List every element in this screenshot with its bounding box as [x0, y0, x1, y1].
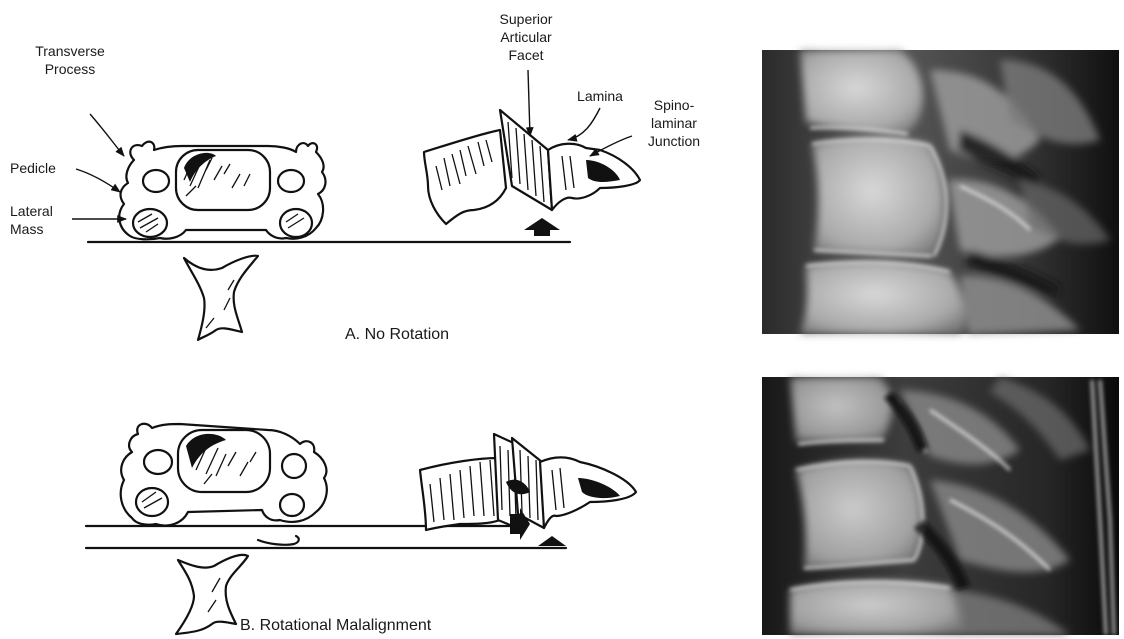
- foramen-right-a: [278, 170, 304, 192]
- lateral-vertebra-a: [424, 110, 640, 224]
- label-sup-art-facet-3: Facet: [508, 47, 543, 63]
- xray-bottom: [762, 377, 1119, 635]
- label-lateral-mass-2: Mass: [10, 221, 43, 237]
- up-arrow-b: [538, 536, 566, 546]
- spinous-process-a: [184, 256, 258, 340]
- label-lateral-mass-1: Lateral: [10, 203, 53, 219]
- label-spinolaminar-2: laminar: [651, 115, 697, 131]
- panel-b-drawing: B. Rotational Malalignment: [86, 424, 636, 634]
- label-lamina: Lamina: [577, 88, 623, 104]
- panel-a-drawing: [88, 110, 640, 340]
- axial-vertebra-a: [119, 142, 325, 240]
- foramen-right-b: [282, 454, 306, 478]
- xray-top: [762, 50, 1119, 334]
- label-spinolaminar-3: Junction: [648, 133, 700, 149]
- label-sup-art-facet-2: Articular: [500, 29, 552, 45]
- leader-lamina: [568, 108, 600, 140]
- leader-spinolaminar: [590, 136, 632, 156]
- up-arrow-a: [524, 218, 560, 236]
- lateral-mass-right-b: [280, 494, 304, 516]
- offset-mass-b: [258, 536, 299, 545]
- foramen-left-b: [144, 450, 172, 474]
- leader-pedicle: [76, 169, 120, 192]
- lateral-vertebra-b: [420, 434, 636, 530]
- label-transverse-process-2: Process: [45, 61, 96, 77]
- label-pedicle: Pedicle: [10, 160, 56, 176]
- spinous-process-b: [176, 555, 248, 634]
- foramen-left-a: [143, 170, 169, 192]
- caption-b: B. Rotational Malalignment: [240, 617, 432, 634]
- label-sup-art-facet-1: Superior: [500, 11, 553, 27]
- leader-transverse-process: [90, 114, 124, 156]
- leader-sup-art-facet: [528, 70, 530, 136]
- lateral-mass-left-b: [136, 488, 168, 516]
- label-spinolaminar-1: Spino-: [654, 97, 695, 113]
- label-transverse-process-1: Transverse: [35, 43, 105, 59]
- caption-a: A. No Rotation: [345, 326, 449, 343]
- axial-vertebra-b: [121, 424, 327, 526]
